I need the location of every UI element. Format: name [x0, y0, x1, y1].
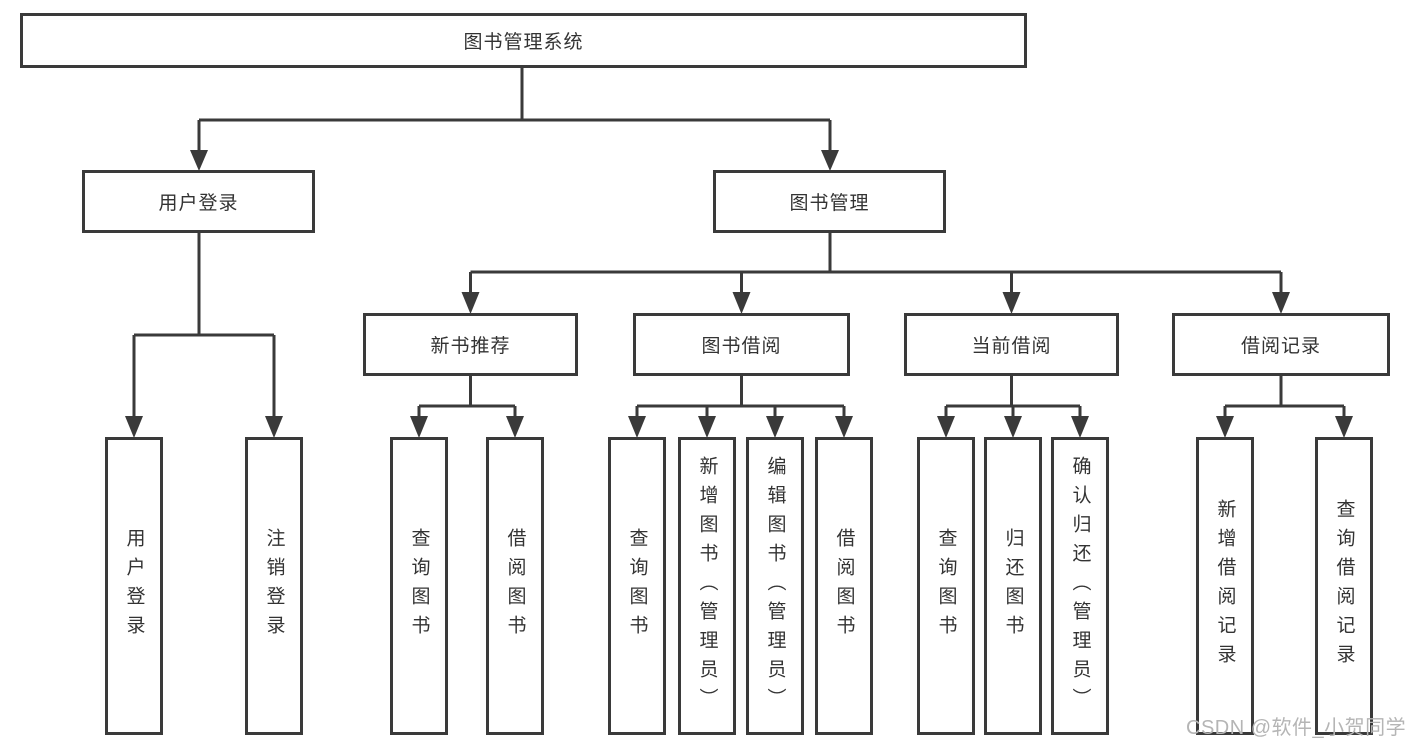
node-leaf-user-login: 用户登录: [105, 437, 163, 735]
node-book-borrowing: 图书借阅: [633, 313, 850, 376]
node-book-management: 图书管理: [713, 170, 946, 233]
arrowhead: [1216, 416, 1234, 438]
node-leaf-add-books-admin: 新增图书（管理员）: [678, 437, 736, 735]
node-user-login: 用户登录: [82, 170, 315, 233]
node-current-borrowing: 当前借阅: [904, 313, 1119, 376]
arrowhead: [732, 292, 751, 314]
node-leaf-confirm-return-admin: 确认归还（管理员）: [1051, 437, 1109, 735]
node-leaf-borrow-books-newbooks: 借阅图书: [486, 437, 544, 735]
arrowhead: [1272, 292, 1290, 314]
arrowhead: [190, 150, 208, 171]
node-label: 用户登录: [123, 528, 145, 644]
arrowhead: [698, 416, 716, 438]
node-label: 借阅记录: [1240, 336, 1321, 357]
node-leaf-query-books-newbooks: 查询图书: [390, 437, 448, 735]
connector-root-to-level2: [190, 68, 839, 171]
node-leaf-query-books-current: 查询图书: [917, 437, 975, 735]
node-label: 查询借阅记录: [1333, 499, 1355, 673]
node-leaf-edit-books-admin: 编辑图书（管理员）: [746, 437, 804, 735]
node-label: 查询图书: [626, 528, 648, 644]
arrowhead: [937, 416, 955, 438]
arrowhead: [821, 150, 839, 171]
arrowhead: [265, 416, 283, 438]
arrowhead: [461, 292, 480, 314]
node-label: 图书管理: [789, 193, 870, 214]
arrowhead: [1335, 416, 1353, 438]
node-leaf-query-books-borrowing: 查询图书: [608, 437, 666, 735]
connector-book-mgmt-split: [461, 233, 1290, 314]
arrowhead: [506, 416, 524, 438]
connector-user-login-split: [125, 233, 283, 438]
arrowhead: [1071, 416, 1089, 438]
arrowhead: [125, 416, 143, 438]
node-leaf-logout: 注销登录: [245, 437, 303, 735]
node-leaf-borrow-books-borrowing: 借阅图书: [815, 437, 873, 735]
node-label: 确认归还（管理员）: [1069, 455, 1091, 717]
node-label: 查询图书: [935, 528, 957, 644]
node-label: 注销登录: [263, 528, 285, 644]
node-label: 归还图书: [1002, 528, 1024, 644]
node-label: 编辑图书（管理员）: [764, 455, 786, 717]
csdn-watermark: CSDN @软件_小贺同学: [1186, 717, 1405, 739]
node-root-system: 图书管理系统: [20, 13, 1027, 68]
connector-book-borrow-split: [628, 376, 853, 438]
arrowhead: [1004, 416, 1022, 438]
node-label: 当前借阅: [971, 336, 1052, 357]
node-label: 新增图书（管理员）: [696, 455, 718, 717]
node-label: 图书借阅: [701, 336, 782, 357]
connector-borrow-records-split: [1216, 376, 1353, 438]
node-label: 新书推荐: [430, 336, 511, 357]
node-label: 借阅图书: [504, 528, 526, 644]
arrowhead: [1002, 292, 1021, 314]
arrowhead: [628, 416, 646, 438]
node-new-book-recommend: 新书推荐: [363, 313, 578, 376]
node-label: 借阅图书: [833, 528, 855, 644]
connector-current-borrow-split: [937, 376, 1089, 438]
node-label: 图书管理系统: [463, 32, 584, 53]
arrowhead: [835, 416, 853, 438]
node-leaf-query-borrow-record: 查询借阅记录: [1315, 437, 1373, 735]
node-leaf-return-books: 归还图书: [984, 437, 1042, 735]
arrowhead: [766, 416, 784, 438]
node-label: 新增借阅记录: [1214, 499, 1236, 673]
arrowhead: [410, 416, 428, 438]
node-label: 用户登录: [158, 193, 239, 214]
node-leaf-add-borrow-record: 新增借阅记录: [1196, 437, 1254, 735]
connector-new-books-split: [410, 376, 524, 438]
node-borrowing-records: 借阅记录: [1172, 313, 1390, 376]
node-label: 查询图书: [408, 528, 430, 644]
